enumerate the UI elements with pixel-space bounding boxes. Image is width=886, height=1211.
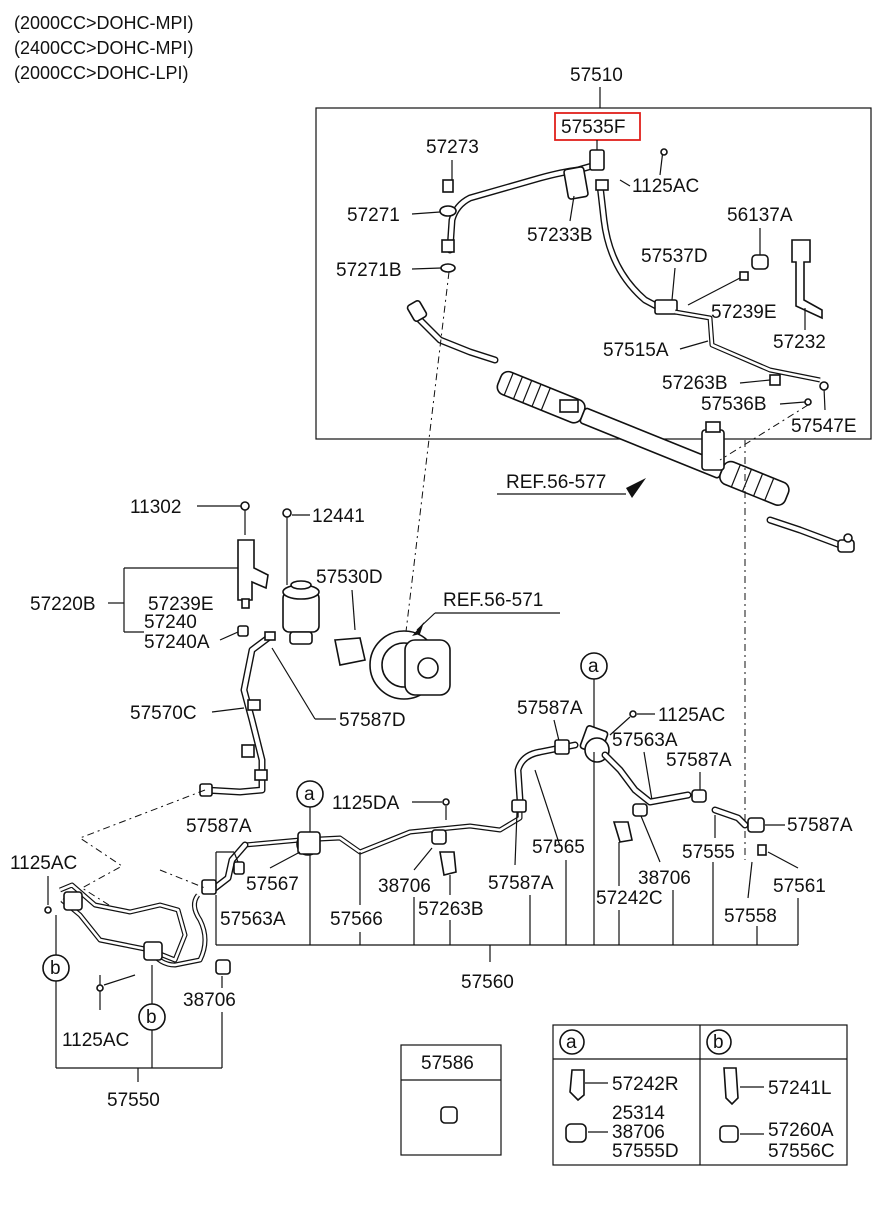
part-38706-mid[interactable]: 38706 [378,876,431,897]
circle-a-1[interactable]: a [588,656,599,677]
part-57530D[interactable]: 57530D [316,567,383,588]
engine-variant-2: (2400CC>DOHC-MPI) [14,38,194,58]
part-57536B[interactable]: 57536B [701,394,767,415]
part-57560[interactable]: 57560 [461,972,514,993]
legend-b-key: b [713,1032,724,1053]
engine-variant-3: (2000CC>DOHC-LPI) [14,63,189,83]
part-57587D[interactable]: 57587D [339,710,406,731]
part-11302[interactable]: 11302 [130,497,181,518]
part-57220B[interactable]: 57220B [30,594,96,615]
part-57550[interactable]: 57550 [107,1090,160,1111]
part-57587A-1[interactable]: 57587A [517,698,583,719]
part-57587A-left[interactable]: 57587A [186,816,252,837]
part-57515A[interactable]: 57515A [603,340,669,361]
legend-a-item-1: 57242R [612,1074,679,1095]
part-57239E-mid[interactable]: 57239E [148,594,214,615]
part-1125DA[interactable]: 1125DA [332,793,400,814]
part-57271[interactable]: 57271 [347,205,400,226]
part-12441[interactable]: 12441 [312,506,365,527]
part-57263B-bottom[interactable]: 57263B [418,899,484,920]
part-57563A-right[interactable]: 57563A [612,730,678,751]
part-56137A[interactable]: 56137A [727,205,793,226]
part-1125AC-top[interactable]: 1125AC [632,176,699,197]
circle-a-2[interactable]: a [304,784,315,805]
part-57273[interactable]: 57273 [426,137,479,158]
part-57535F[interactable]: 57535F [561,117,625,138]
part-57239E-top[interactable]: 57239E [711,302,777,323]
part-57565[interactable]: 57565 [532,837,585,858]
legend-a-item-4: 57555D [612,1141,679,1162]
ref-56-577[interactable]: REF.56-577 [506,472,606,493]
legend-a-item-3: 38706 [612,1122,665,1143]
part-1125AC-mid[interactable]: 1125AC [658,705,725,726]
part-57537D[interactable]: 57537D [641,246,708,267]
part-38706-right[interactable]: 38706 [638,868,691,889]
engine-variant-1: (2000CC>DOHC-MPI) [14,13,194,33]
part-57233B[interactable]: 57233B [527,225,593,246]
part-57242C[interactable]: 57242C [596,888,663,909]
part-57547E[interactable]: 57547E [791,416,857,437]
part-57587A-4[interactable]: 57587A [787,815,853,836]
legend-b-item-1: 57241L [768,1078,831,1099]
part-57510[interactable]: 57510 [570,65,623,86]
part-57587A-2[interactable]: 57587A [666,750,732,771]
part-57570C[interactable]: 57570C [130,703,197,724]
part-57561[interactable]: 57561 [773,876,826,897]
part-57240A[interactable]: 57240A [144,632,210,653]
part-57240[interactable]: 57240 [144,612,197,633]
legend-a-key: a [566,1032,577,1053]
part-38706-left[interactable]: 38706 [183,990,236,1011]
part-57271B[interactable]: 57271B [336,260,402,281]
part-57263B-top[interactable]: 57263B [662,373,728,394]
legend-a-item-2: 25314 [612,1103,665,1124]
ref-56-571[interactable]: REF.56-571 [443,590,543,611]
part-57587A-3[interactable]: 57587A [488,873,554,894]
part-57555[interactable]: 57555 [682,842,735,863]
part-57566[interactable]: 57566 [330,909,383,930]
part-57558[interactable]: 57558 [724,906,777,927]
part-1125AC-low[interactable]: 1125AC [62,1030,129,1051]
legend-b-item-3: 57556C [768,1141,835,1162]
part-57563A-left[interactable]: 57563A [220,909,286,930]
circle-b-1[interactable]: b [50,958,61,979]
assembly-box [315,107,872,440]
part-57586-box [400,1044,502,1156]
part-57567[interactable]: 57567 [246,874,299,895]
legend-b-item-2: 57260A [768,1120,834,1141]
part-1125AC-left[interactable]: 1125AC [10,853,77,874]
part-57232[interactable]: 57232 [773,332,826,353]
part-57586[interactable]: 57586 [421,1053,474,1074]
circle-b-2[interactable]: b [146,1007,157,1028]
